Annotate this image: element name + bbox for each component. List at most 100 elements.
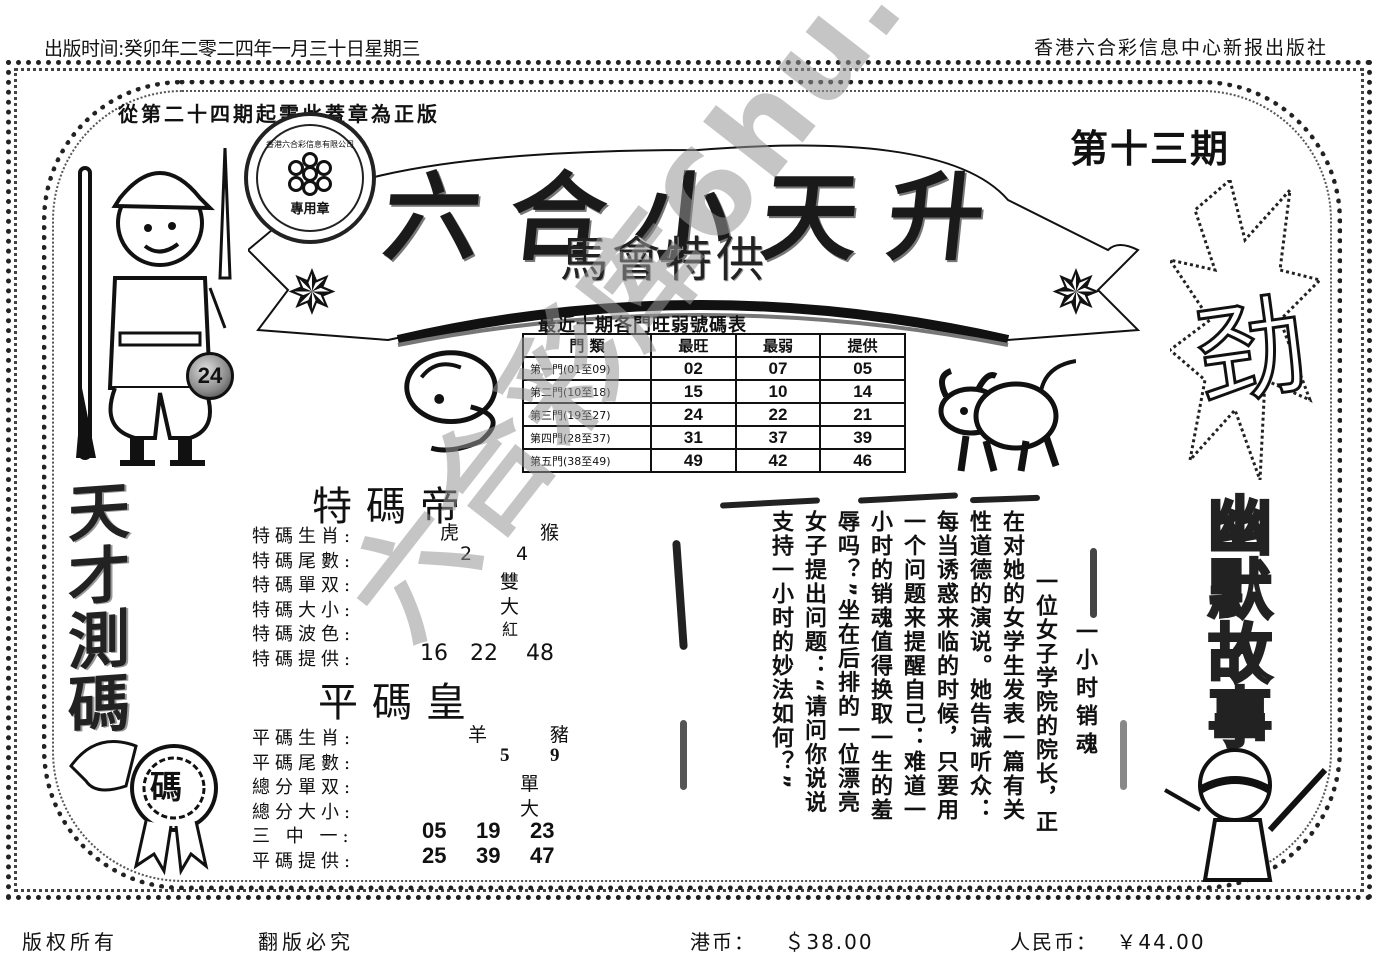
- gate-cell: 第二門(10至18): [522, 379, 652, 404]
- special-size-row: 特碼大小: 大: [252, 592, 760, 621]
- value: 2: [460, 542, 473, 565]
- regular-tail-row: 平碼尾數: 5 9: [252, 744, 760, 774]
- cold-cell: 22: [734, 402, 822, 427]
- hunter-illustration: [76, 147, 232, 466]
- table-row: 第五門(38至49) 49 42 46: [522, 448, 906, 473]
- brush-stroke: [680, 720, 687, 790]
- special-zodiac-row: 特碼生肖: 虎 猴: [252, 518, 760, 547]
- swordsman-illustration: [1164, 748, 1328, 882]
- issue-label: 第十三期: [1070, 126, 1231, 171]
- regular-odd-even-row: 總分單双: 單: [252, 769, 760, 798]
- value: 豬: [550, 724, 570, 746]
- inner-rounded-frame: [42, 80, 1342, 890]
- value: 單: [520, 773, 540, 795]
- header-hot: 最旺: [650, 333, 737, 358]
- row-label: 三 中 一:: [252, 826, 354, 847]
- regular-code-title: 平碼皇: [318, 680, 480, 726]
- anti-piracy-text: 翻版必究: [258, 930, 354, 954]
- value: 虎: [440, 522, 460, 544]
- value: 25: [422, 842, 447, 868]
- banner-ribbon: [248, 144, 1141, 347]
- row-values: 05 19 23: [420, 818, 760, 843]
- copyright-text: 版权所有: [22, 930, 118, 954]
- cold-cell: 07: [734, 356, 822, 381]
- article-columns: 一位女子学院的院长，正 在对她的女学生发表一篇有关 性道德的演说。她告诫听众： …: [764, 510, 1061, 890]
- hot-cell: 15: [650, 379, 737, 404]
- number-table-title: 最近十期各門旺弱號碼表: [538, 315, 747, 336]
- cold-cell: 37: [734, 425, 822, 450]
- value: 22: [470, 640, 498, 666]
- three-hit-one-row: 三 中 一: 05 19 23: [252, 818, 760, 847]
- rmb-price-value: ￥44.00: [1116, 930, 1206, 954]
- special-tail-row: 特碼尾數: 2 4: [252, 543, 760, 572]
- row-label: 平碼尾數:: [252, 752, 356, 774]
- regular-provide-row: 平碼提供: 25 39 47: [252, 842, 760, 872]
- row-label: 總分單双:: [252, 777, 356, 798]
- right-brush-title: 幽默故事: [1196, 491, 1274, 750]
- cold-cell: 42: [734, 448, 822, 473]
- gate-cell: 第五門(38至49): [522, 448, 652, 473]
- gate-cell: 第三門(19至27): [522, 402, 652, 427]
- article-column: 一位女子学院的院长，正: [1032, 570, 1057, 834]
- medal-illustration: [69, 740, 218, 876]
- article-column: 女子提出问题：“请问你说说: [801, 510, 826, 815]
- hot-cell: 02: [650, 356, 737, 381]
- hot-cell: 49: [650, 448, 737, 473]
- provide-cell: 14: [819, 379, 906, 404]
- value: 5: [500, 744, 510, 766]
- special-code-list: 特碼生肖: 虎 猴 特碼尾數: 2 4 特碼單双: 雙 特碼大小: 大 特碼波色…: [252, 518, 760, 670]
- row-label: 特碼尾數:: [252, 550, 356, 572]
- value: 16: [420, 640, 448, 666]
- row-values: 16 22 48: [420, 640, 760, 666]
- value: 23: [530, 818, 555, 843]
- row-label: 平碼提供:: [252, 850, 356, 872]
- inner-rounded-frame-2: [52, 90, 1332, 882]
- row-values: 紅: [420, 616, 760, 640]
- hk-price-label: 港币：: [690, 930, 756, 954]
- stamp-inner-ring: 香港六合彩信息有限公司 專用章: [256, 124, 364, 232]
- regular-code-list: 平碼生肖: 羊 豬 平碼尾數: 5 9 總分單双: 單 總分大小: 大 三 中 …: [252, 720, 760, 872]
- hot-cell: 24: [650, 402, 737, 427]
- publish-time: 出版时间:癸卯年二零二四年一月三十日星期三: [44, 38, 420, 60]
- article-column: 支持一小时的妙法如何？”: [768, 510, 793, 791]
- article-column: 性道德的演说。她告诫听众：: [966, 510, 991, 822]
- value: 48: [526, 640, 554, 666]
- cold-cell: 10: [734, 379, 822, 404]
- stamp-arc-text: 香港六合彩信息有限公司: [266, 140, 354, 149]
- row-label: 特碼提供:: [252, 648, 356, 670]
- publisher-name: 香港六合彩信息中心新报出版社: [1033, 37, 1328, 59]
- rmb-price: 人民币： ￥44.00: [1010, 926, 1206, 955]
- value: 猴: [540, 522, 560, 544]
- value: 47: [530, 842, 555, 868]
- provide-cell: 05: [819, 356, 906, 381]
- header-gate: 門 類: [522, 333, 652, 358]
- row-values: 25 39 47: [420, 842, 760, 868]
- row-label: 特碼生肖:: [252, 526, 356, 547]
- special-provide-row: 特碼提供: 16 22 48: [252, 640, 760, 670]
- special-color-row: 特碼波色: 紅: [252, 616, 760, 645]
- value: 39: [476, 842, 501, 868]
- medal-character: 碼: [150, 768, 183, 806]
- table-row: 第三門(19至27) 24 22 21: [522, 402, 906, 427]
- row-values: 2 4: [420, 543, 760, 567]
- stamp-bottom-text: 專用章: [290, 202, 330, 217]
- table-header-row: 門 類 最旺 最弱 提供: [522, 333, 906, 358]
- value: 05: [422, 818, 447, 843]
- regular-zodiac-row: 平碼生肖: 羊 豬: [252, 720, 760, 749]
- row-label: 特碼大小:: [252, 599, 356, 621]
- article-side-title: 一小时销魂: [1072, 620, 1097, 760]
- gate-cell: 第四門(28至37): [522, 425, 652, 450]
- value: 大: [520, 797, 540, 820]
- value: 4: [516, 542, 529, 565]
- brush-stroke: [1090, 548, 1097, 618]
- outer-dotted-frame: [6, 60, 1372, 900]
- burst-shape: [1170, 180, 1320, 480]
- special-odd-even-row: 特碼單双: 雙: [252, 567, 760, 596]
- provide-cell: 46: [819, 448, 906, 473]
- row-values: 雙: [420, 567, 760, 593]
- value: 大: [500, 595, 520, 618]
- table-row: 第二門(10至18) 15 10 14: [522, 379, 906, 404]
- compass-star-icon: ✵: [1050, 256, 1102, 329]
- left-brush-slogan: 天才測碼: [57, 477, 130, 739]
- official-stamp: 香港六合彩信息有限公司 專用章: [244, 112, 376, 244]
